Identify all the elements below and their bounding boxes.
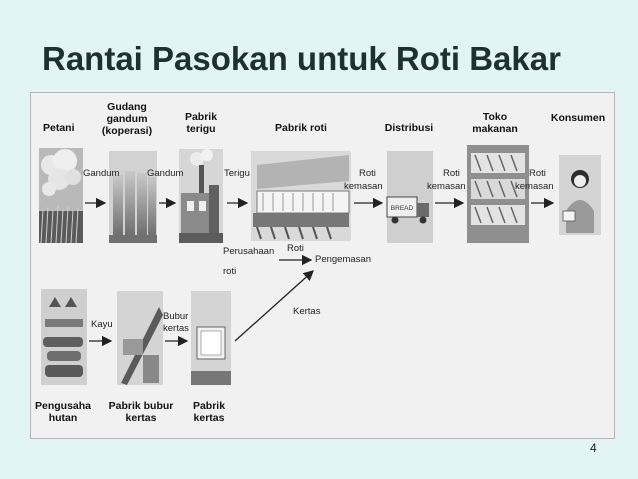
label-pabrik-terigu-2: terigu — [186, 123, 215, 135]
label-toko-1: Toko — [483, 111, 507, 123]
label-pabrik-bubur-2: kertas — [126, 412, 157, 424]
label-gudang-3: (koperasi) — [102, 125, 152, 137]
slide-title: Rantai Pasokan untuk Roti Bakar — [42, 40, 561, 77]
consumer-illustration — [559, 155, 601, 235]
flow-roti-kemasan-1a: Roti — [359, 168, 376, 179]
flour-mill-illustration — [179, 149, 223, 243]
slide-number: 4 — [590, 441, 597, 455]
flow-kertas: Kertas — [293, 306, 321, 317]
bakery-illustration — [251, 151, 351, 241]
flow-roti-kemasan-1b: kemasan — [344, 181, 383, 192]
supply-chain-panel: Petani Gudang gandum (koperasi) Pabrik t… — [30, 92, 615, 439]
flow-gandum-1: Gandum — [83, 168, 120, 179]
forestry-illustration — [41, 289, 87, 385]
pulp-mill-illustration — [117, 291, 163, 385]
label-pabrik-kertas-2: kertas — [194, 412, 225, 424]
delivery-truck-illustration: BREAD — [386, 151, 433, 243]
label-pabrik-terigu-1: Pabrik — [185, 111, 217, 123]
truck-bread-sign: BREAD — [391, 205, 414, 212]
label-petani: Petani — [43, 122, 75, 134]
silo-illustration — [109, 151, 157, 243]
grocery-shelves-illustration — [467, 145, 529, 243]
label-konsumen: Konsumen — [551, 112, 605, 124]
label-gudang-1: Gudang — [107, 101, 147, 113]
label-perusahaan-roti-1: Perusahaan — [223, 246, 274, 257]
label-toko-2: makanan — [472, 123, 518, 135]
flow-bubur-kertas-2: kertas — [163, 323, 189, 334]
flow-gandum-2: Gandum — [147, 168, 184, 179]
flow-terigu: Terigu — [224, 168, 250, 179]
label-pabrik-bubur-1: Pabrik bubur — [109, 400, 174, 412]
flow-kayu: Kayu — [91, 319, 113, 330]
flow-roti-kemasan-2b: kemasan — [427, 181, 466, 192]
label-perusahaan-roti-2: roti — [223, 266, 236, 277]
arrow-kertas-pengemasan — [234, 270, 314, 342]
label-pengemasan: Pengemasan — [315, 254, 371, 265]
label-pabrik-roti: Pabrik roti — [275, 122, 327, 134]
label-pabrik-kertas-1: Pabrik — [193, 400, 225, 412]
label-distribusi: Distribusi — [385, 122, 434, 134]
flow-bubur-kertas-1: Bubur — [163, 311, 188, 322]
paper-mill-illustration — [191, 291, 231, 385]
label-pengusaha-hutan-2: hutan — [49, 412, 78, 424]
flow-roti: Roti — [287, 243, 304, 254]
flow-roti-kemasan-3a: Roti — [529, 168, 546, 179]
flow-roti-kemasan-2a: Roti — [443, 168, 460, 179]
farm-illustration — [39, 148, 83, 244]
label-gudang-2: gandum — [107, 113, 148, 125]
flow-roti-kemasan-3b: kemasan — [515, 181, 554, 192]
label-pengusaha-hutan-1: Pengusaha — [35, 400, 91, 412]
